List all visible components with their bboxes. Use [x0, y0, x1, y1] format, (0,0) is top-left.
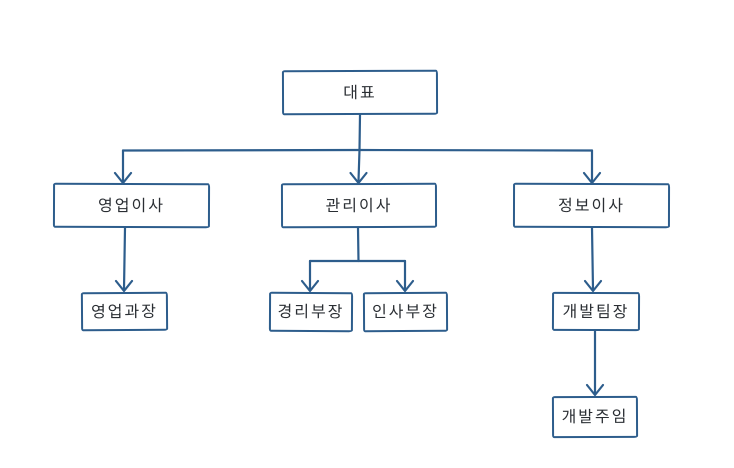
arrowhead — [114, 279, 134, 293]
edge-bus-level2 — [121, 148, 594, 152]
org-node-sales-director: 영업이사 — [52, 182, 211, 229]
org-node-acct-manager: 경리부장 — [268, 291, 354, 333]
org-node-info-director: 정보이사 — [512, 182, 671, 229]
org-node-dev-supervisor: 개발주임 — [551, 395, 639, 439]
arrowhead — [582, 171, 602, 185]
edge-sales-director-sales-manager — [122, 226, 127, 291]
edge-ceo-admin-director — [357, 113, 362, 183]
arrowhead — [349, 171, 368, 185]
edge-info-director-dev-lead — [590, 226, 595, 291]
arrowhead — [395, 279, 415, 293]
org-node-ceo: 대표 — [281, 69, 439, 116]
org-node-dev-lead: 개발팀장 — [551, 291, 641, 332]
arrowhead — [583, 279, 603, 293]
org-node-admin-director: 관리이사 — [280, 182, 438, 229]
arrowhead — [585, 383, 605, 397]
org-node-sales-manager: 영업과장 — [80, 291, 169, 332]
arrowhead — [300, 279, 320, 293]
edge-admin-director-stem — [356, 226, 360, 263]
arrowhead — [113, 171, 133, 185]
org-node-hr-manager: 인사부장 — [362, 291, 449, 333]
